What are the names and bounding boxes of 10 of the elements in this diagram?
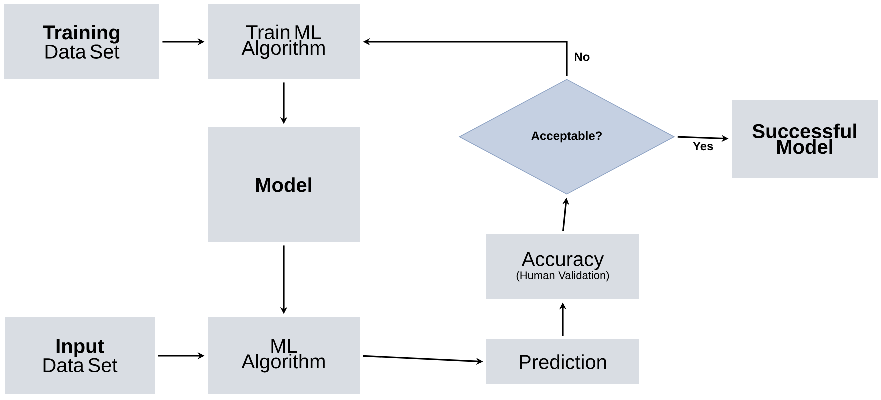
process-box: Training Data Set — [4, 4, 160, 80]
edge-label: No — [573, 52, 592, 62]
process-box: Train ML Algorithm — [208, 4, 360, 80]
process-box: Prediction — [486, 340, 640, 384]
edge-label: Yes — [692, 141, 715, 152]
process-box: Input Data Set — [5, 318, 155, 394]
process-box: Successful Model — [732, 100, 878, 178]
process-box: ML Algorithm — [208, 318, 360, 394]
process-box: Accuracy (Human Validation) — [486, 234, 640, 300]
process-box: Model — [208, 128, 360, 242]
